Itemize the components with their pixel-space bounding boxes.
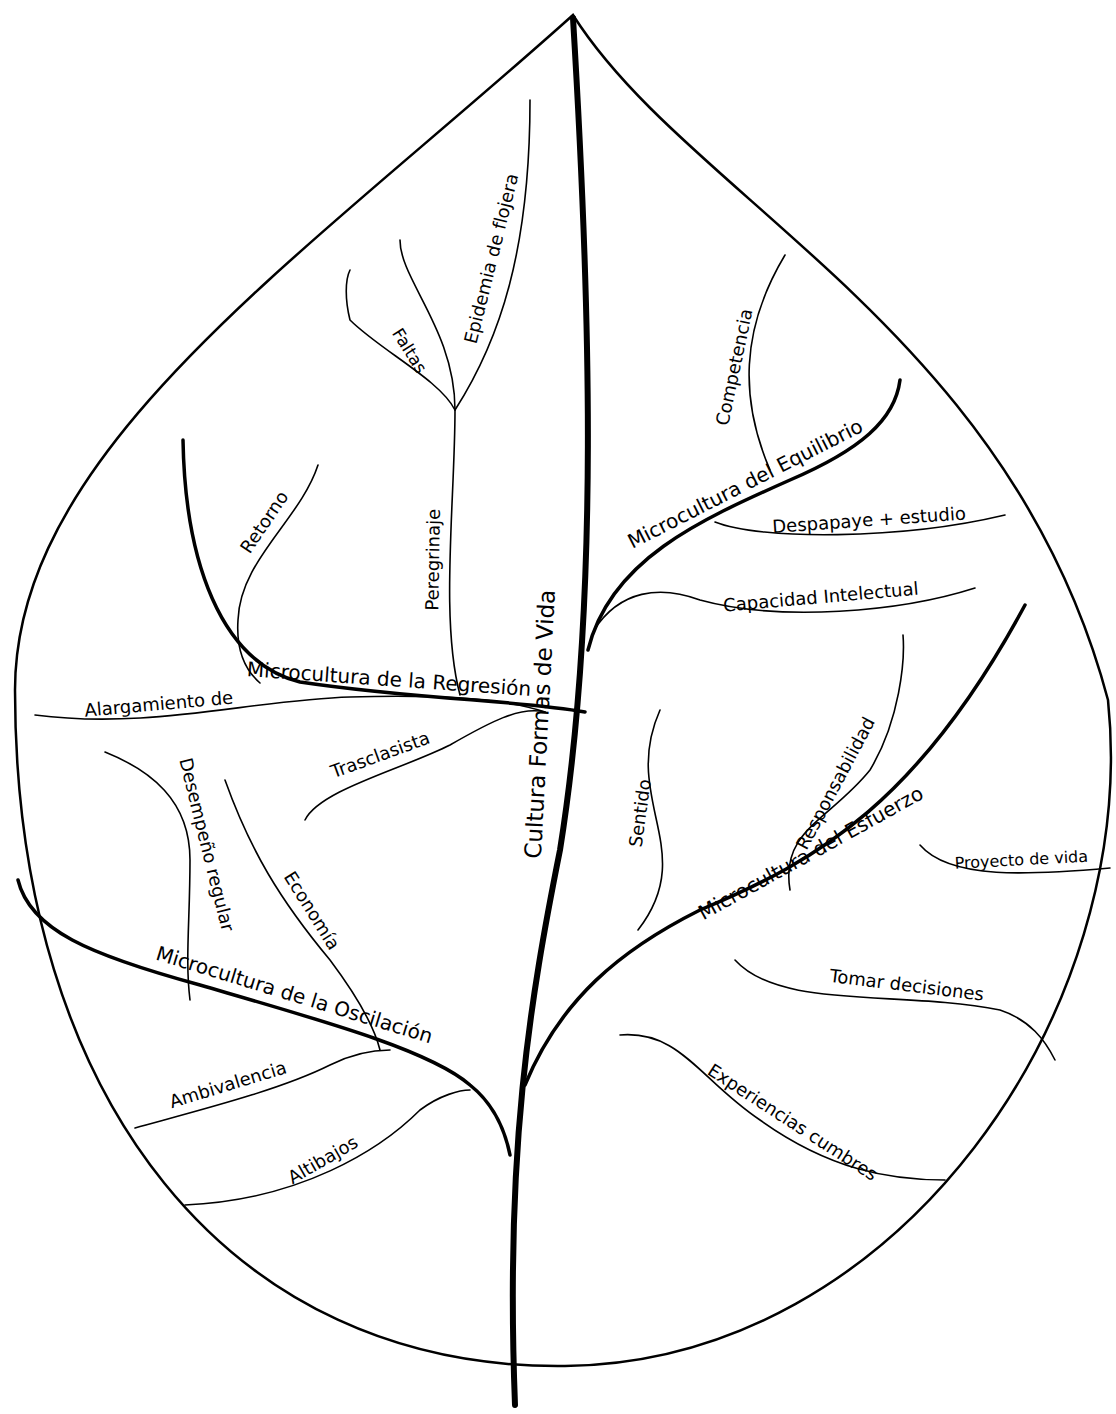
leaf-outline (15, 15, 1111, 1366)
vein (185, 1090, 470, 1205)
vein (346, 270, 455, 410)
vein (789, 635, 904, 890)
main-vein (18, 880, 510, 1155)
vein-label: Faltas (384, 324, 431, 381)
vein-label: Sentido (626, 776, 659, 851)
vein-label: Microcultura de la Oscilación (150, 942, 436, 1051)
vein (135, 1050, 390, 1128)
main-vein (525, 605, 1025, 1085)
vein-label: Trasclasista (326, 728, 435, 786)
vein (735, 960, 1055, 1060)
vein-label: Capacidad Intelectual (720, 579, 921, 619)
vein-label: Proyecto de vida (952, 849, 1091, 877)
vein-label: Peregrinaje (423, 507, 448, 613)
main-vein (183, 440, 585, 712)
vein-label: Desempeño regular (171, 754, 237, 936)
vein-label: Microcultura de la Regresión (244, 659, 534, 704)
vein-label: Altibajos (283, 1132, 365, 1192)
vein-label: Retorno (236, 486, 297, 560)
vein-label: Cultura Formas de Vida (521, 587, 563, 861)
vein-label: Experiencias cumbres (700, 1060, 882, 1189)
vein-label: Alargamiento de (82, 689, 237, 725)
vein-label: Competencia (713, 305, 761, 430)
vein-label: Ambivalencia (165, 1058, 292, 1117)
vein-label: Microcultura del Esfuerzo (693, 782, 930, 929)
vein (400, 240, 460, 695)
vein (455, 100, 530, 410)
vein-label: Economía (276, 867, 344, 957)
vein-label: Despapaye + estudio (770, 504, 969, 541)
vein-label: Epidemia de flojera (461, 170, 526, 349)
vein (305, 711, 545, 820)
vein-label: Tomar decisiones (826, 967, 987, 1009)
vein (749, 255, 785, 470)
